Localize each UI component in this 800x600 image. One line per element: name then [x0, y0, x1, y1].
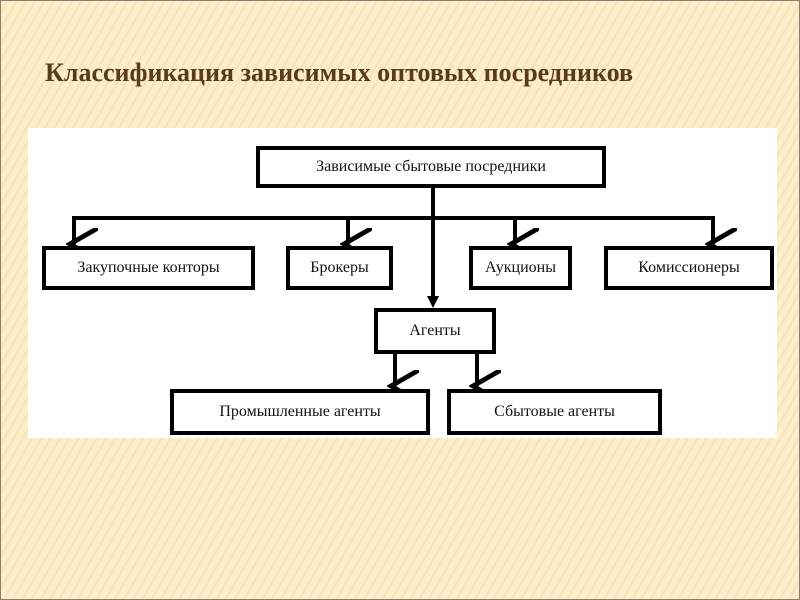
diagram: Зависимые сбытовые посредники Закупочные… — [28, 128, 777, 438]
box-purchasing-offices: Закупочные конторы — [42, 246, 255, 290]
box-commission-agents: Комиссионеры — [604, 246, 774, 290]
box-industrial-agents: Промышленные агенты — [170, 389, 430, 435]
box-sales-agents: Сбытовые агенты — [447, 389, 662, 435]
box-agents: Агенты — [374, 308, 496, 354]
root-box: Зависимые сбытовые посредники — [256, 146, 606, 188]
box-auctions: Аукционы — [469, 246, 572, 290]
box-brokers: Брокеры — [286, 246, 393, 290]
slide-title: Классификация зависимых оптовых посредни… — [45, 58, 634, 87]
connectors — [28, 186, 777, 438]
